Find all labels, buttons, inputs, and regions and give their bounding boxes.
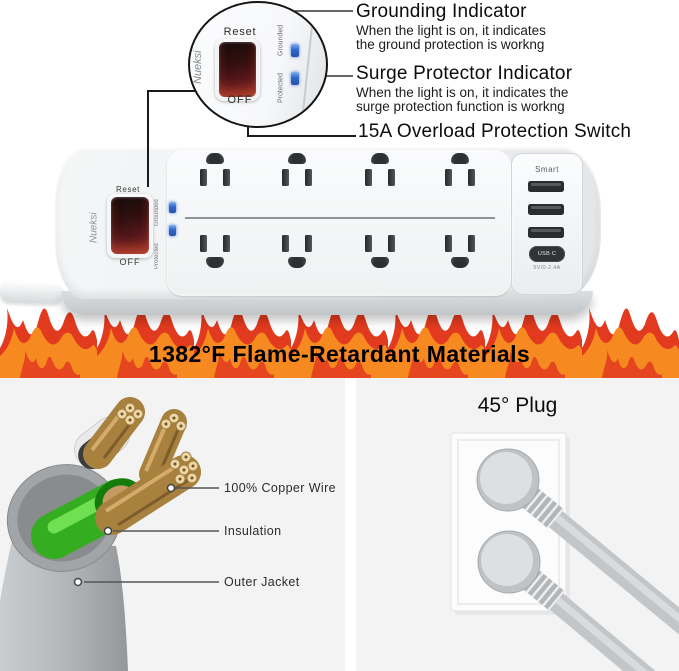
outlet-slots bbox=[282, 169, 312, 186]
surge-led-indicator bbox=[169, 225, 176, 236]
reset-label: Reset bbox=[116, 185, 140, 194]
rocker-switch bbox=[219, 42, 256, 97]
outlet-slots bbox=[200, 235, 230, 252]
outlet-slots bbox=[282, 235, 312, 252]
inset-connector-line bbox=[147, 90, 195, 187]
annotation-lines bbox=[147, 10, 356, 187]
ground-hole bbox=[206, 153, 224, 164]
outlet-divider-line bbox=[185, 217, 495, 219]
outlet-slots bbox=[365, 235, 395, 252]
grounded-label: Grounded bbox=[277, 24, 285, 56]
reset-switch-inset: Nueksi Reset OFF Grounded Protected bbox=[188, 1, 328, 128]
usb-a-port bbox=[528, 181, 564, 192]
ground-hole bbox=[288, 257, 306, 268]
grounding-led-indicator bbox=[169, 202, 176, 213]
usb-c-port: USB C bbox=[529, 246, 565, 262]
power-outlet bbox=[187, 235, 243, 285]
protected-label: Protected bbox=[154, 243, 160, 269]
ground-hole bbox=[371, 257, 389, 268]
plug-graphic bbox=[450, 432, 679, 671]
surge-led-indicator bbox=[291, 72, 299, 85]
ground-hole bbox=[451, 153, 469, 164]
surge-desc-line1: When the light is on, it indicates the bbox=[356, 85, 569, 100]
copper-wire-section: 100% Copper Wire Insulation Outer Jacket bbox=[0, 378, 345, 671]
power-outlet bbox=[269, 235, 325, 285]
usb-a-port bbox=[528, 204, 564, 215]
grounding-desc-line1: When the light is on, it indicates bbox=[356, 23, 546, 38]
off-label: OFF bbox=[227, 94, 253, 106]
surge-callout-desc: When the light is on, it indicates the s… bbox=[356, 86, 572, 113]
outlet-slots bbox=[445, 169, 475, 186]
power-outlet bbox=[187, 153, 243, 203]
smart-label: Smart bbox=[535, 165, 559, 174]
usb-output-label: 5V/0-2.4A bbox=[533, 265, 561, 271]
ground-hole bbox=[206, 257, 224, 268]
outer-jacket-label: Outer Jacket bbox=[224, 575, 300, 589]
protected-label: Protected bbox=[277, 73, 285, 103]
grounding-desc-line2: the ground protection is workng bbox=[356, 36, 545, 52]
reset-label: Reset bbox=[223, 26, 257, 38]
rocker-switch bbox=[111, 197, 149, 254]
power-outlet bbox=[432, 235, 488, 285]
plug-section-title: 45° Plug bbox=[477, 394, 558, 417]
cable-cutaway-graphic bbox=[0, 397, 219, 671]
grounding-led-indicator bbox=[291, 44, 299, 57]
power-outlet bbox=[352, 235, 408, 285]
usb-panel: Smart USB C 5V/0-2.4A bbox=[511, 153, 583, 295]
outlet-slots bbox=[200, 169, 230, 186]
power-outlet bbox=[432, 153, 488, 203]
power-strip: Nueksi Reset OFF Grounded Protected bbox=[55, 147, 601, 319]
grounding-callout-title: Grounding Indicator bbox=[356, 1, 527, 22]
ground-hole bbox=[371, 153, 389, 164]
flame-retardant-banner: 1382°F Flame-Retardant Materials bbox=[148, 341, 531, 367]
brand-logo: Nueksi bbox=[88, 212, 100, 244]
surge-desc-line2: surge protection function is workng bbox=[356, 98, 565, 114]
grounding-indicator-callout: Grounding Indicator When the light is on… bbox=[356, 2, 546, 51]
power-outlet bbox=[352, 153, 408, 203]
ground-hole bbox=[451, 257, 469, 268]
brand-logo: Nueksi bbox=[192, 50, 204, 84]
outlet-slots bbox=[365, 169, 395, 186]
copper-wire-label: 100% Copper Wire bbox=[224, 481, 337, 495]
power-outlet bbox=[269, 153, 325, 203]
off-label: OFF bbox=[119, 257, 141, 267]
power-cord-left bbox=[0, 280, 64, 305]
grounding-callout-desc: When the light is on, it indicates the g… bbox=[356, 24, 546, 51]
overload-switch-callout: 15A Overload Protection Switch bbox=[358, 122, 631, 142]
angled-plug-section: 45° Plug bbox=[356, 378, 679, 671]
ground-hole bbox=[288, 153, 306, 164]
insulation-label: Insulation bbox=[224, 524, 282, 538]
surge-callout-title: Surge Protector Indicator bbox=[356, 63, 573, 84]
overload-callout-title: 15A Overload Protection Switch bbox=[358, 121, 632, 142]
usb-a-port bbox=[528, 227, 564, 238]
surge-indicator-callout: Surge Protector Indicator When the light… bbox=[356, 64, 572, 113]
outlet-slots bbox=[445, 235, 475, 252]
